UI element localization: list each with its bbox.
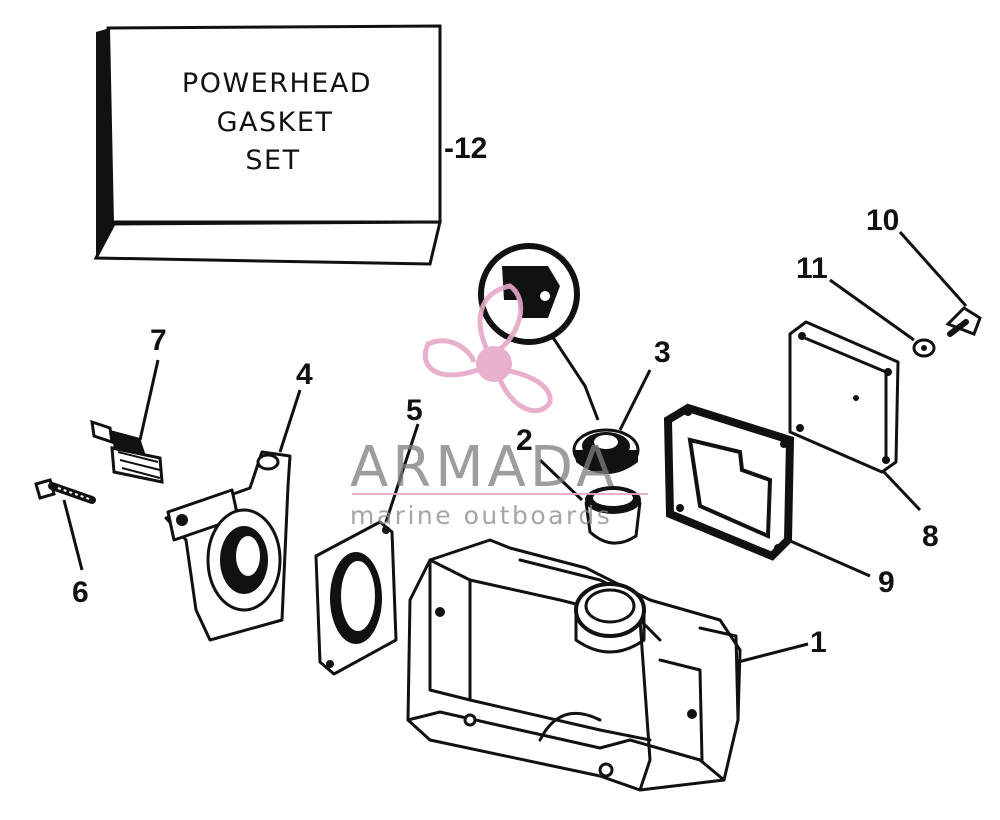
callout-2: 2	[516, 424, 533, 457]
callout-5: 5	[406, 394, 423, 427]
gasket-part-5	[314, 423, 420, 676]
callout-9: 9	[878, 566, 895, 599]
gasket-part-9	[663, 403, 871, 578]
callout-1: 1	[810, 626, 827, 659]
callout-7: 7	[150, 324, 167, 357]
callout-11: 11	[796, 252, 828, 285]
armada-watermark: ARMADA marine outboards	[350, 283, 648, 530]
propeller-logo-icon	[422, 283, 553, 414]
detail-inset	[478, 243, 600, 421]
washer-part-11	[829, 278, 936, 358]
screw-part-6	[34, 478, 96, 571]
callout-12: -12	[444, 132, 487, 165]
screw-part-10	[898, 231, 982, 337]
end-cap-part-4	[164, 389, 302, 642]
watermark-brand: ARMADA	[350, 435, 618, 500]
propeller-hub-icon	[476, 346, 512, 382]
watermark-tagline: marine outboards	[350, 501, 612, 530]
callout-10: 10	[866, 204, 899, 237]
callout-6: 6	[72, 576, 89, 609]
box-label-line2: GASKET	[217, 107, 334, 138]
housing-part-1	[406, 538, 809, 792]
callout-8: 8	[922, 520, 939, 553]
callout-3: 3	[654, 336, 671, 369]
box-label-line1: POWERHEAD	[182, 68, 372, 99]
cover-plate-part-8	[788, 320, 922, 512]
sensor-part-7	[90, 359, 164, 484]
gasket-set-box: POWERHEAD GASKET SET	[93, 24, 442, 266]
box-label-line3: SET	[245, 145, 300, 176]
callout-4: 4	[296, 358, 313, 391]
bearing-part-3	[572, 369, 652, 474]
